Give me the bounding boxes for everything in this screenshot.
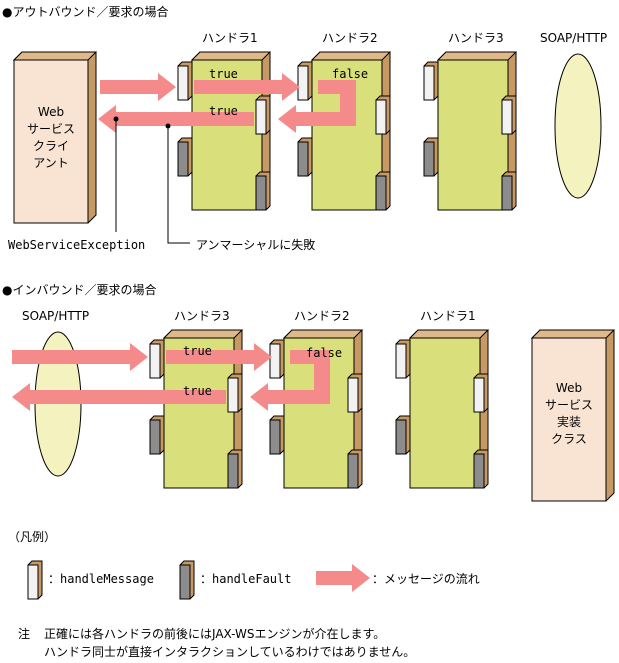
outbound-h1-fault-tab-right [255, 171, 271, 211]
outbound-h2-fault-tab-left [297, 137, 313, 177]
inbound-title: ●インバウンド／要求の場合 [2, 282, 156, 297]
web-service-impl-class-box [530, 329, 616, 502]
outbound-h1-message-tab-right [255, 95, 271, 135]
inbound-h1-message-tab-right [473, 373, 489, 413]
outbound-h1-flag-true: true [209, 67, 238, 81]
client-label-line3: クライ [33, 139, 69, 153]
note-mark: 注 [18, 626, 30, 641]
outbound-arrow-h2-to-h1 [278, 105, 356, 133]
note-line2: ハンドラ同士が直接インタラクションしているわけではありません。 [44, 644, 415, 659]
client-label-line4: アント [33, 156, 69, 170]
outbound-h2-message-tab-right [375, 95, 391, 135]
legend-handle-message-label: ：handleMessage [48, 572, 154, 586]
inbound-h2-fault-tab-right [347, 449, 363, 489]
inbound-arrow-h3-to-h2 [166, 343, 272, 371]
service-label-line3: 実装 [557, 414, 581, 429]
outbound-h2-flag-false: false [332, 67, 368, 81]
legend-title: （凡例） [8, 530, 56, 544]
outbound-arrow-h1-to-client [98, 105, 254, 133]
outbound-h1-flag-true-return: true [209, 104, 238, 118]
inbound-arrow-h2-to-h3 [250, 383, 330, 411]
inbound-handler2-label: ハンドラ2 [294, 309, 350, 323]
inbound-arrow-h3-to-soap [12, 383, 226, 411]
inbound-h2-message-tab-right [347, 373, 363, 413]
outbound-h3-fault-tab-right [501, 171, 517, 211]
service-label-line1: Web [556, 381, 582, 395]
legend-message-flow-label: ：メッセージの流れ [372, 572, 480, 586]
outbound-arrow-h1-to-h2 [194, 73, 300, 101]
inbound-h2-message-tab-left [269, 339, 285, 379]
inbound-h1-message-tab-left [395, 339, 411, 379]
unmarshal-failed-label: アンマーシャルに失敗 [196, 237, 315, 252]
web-service-client-box [12, 51, 98, 224]
legend-fault-tab-icon [179, 560, 195, 600]
outbound-handler2-label: ハンドラ2 [322, 31, 378, 45]
web-service-exception-label: WebServiceException [8, 238, 145, 252]
inbound-soap-label: SOAP/HTTP [22, 309, 89, 323]
client-label-line1: Web [38, 105, 64, 119]
unmarshal-callout-line [167, 126, 190, 244]
note-line1: 正確には各ハンドラの前後にはJAX-WSエンジンが介在します。 [44, 626, 385, 641]
inbound-h1-fault-tab-left [395, 415, 411, 455]
inbound-arrow-soap-to-h3 [12, 343, 148, 371]
inbound-h3-fault-tab-right [227, 449, 243, 489]
inbound-handler1-label: ハンドラ1 [420, 309, 476, 323]
inbound-handler3-label: ハンドラ3 [174, 309, 230, 323]
outbound-h1-message-tab-left [177, 61, 193, 101]
inbound-h3-fault-tab-left [149, 415, 165, 455]
service-label-line2: サービス [545, 398, 593, 412]
outbound-h3-message-tab-right [501, 95, 517, 135]
outbound-soap-ellipse [554, 53, 602, 199]
legend-message-flow-arrow-icon [316, 564, 370, 592]
outbound-arrow-client-to-h1 [100, 73, 176, 101]
inbound-h3-flag-true: true [183, 344, 212, 358]
outbound-soap-label: SOAP/HTTP [540, 31, 607, 45]
outbound-h3-message-tab-left [423, 61, 439, 101]
outbound-title: ●アウトバウンド／要求の場合 [2, 4, 168, 19]
inbound-h3-message-tab-left [149, 339, 165, 379]
outbound-h3-fault-tab-left [423, 137, 439, 177]
inbound-h1-fault-tab-right [473, 449, 489, 489]
outbound-h2-fault-tab-right [375, 171, 391, 211]
outbound-handler1-label: ハンドラ1 [202, 31, 258, 45]
outbound-h1-fault-tab-left [177, 137, 193, 177]
service-label-line4: クラス [551, 432, 587, 446]
inbound-h2-fault-tab-left [269, 415, 285, 455]
inbound-h3-flag-true-return: true [183, 384, 212, 398]
inbound-h3-message-tab-right [227, 373, 243, 413]
outbound-handler3-label: ハンドラ3 [448, 31, 504, 45]
legend-message-tab-icon [27, 560, 43, 600]
legend-handle-fault-label: ：handleFault [200, 572, 291, 586]
outbound-h2-message-tab-left [297, 61, 313, 101]
inbound-h2-flag-false: false [306, 346, 342, 360]
client-label-line2: サービス [27, 122, 75, 136]
